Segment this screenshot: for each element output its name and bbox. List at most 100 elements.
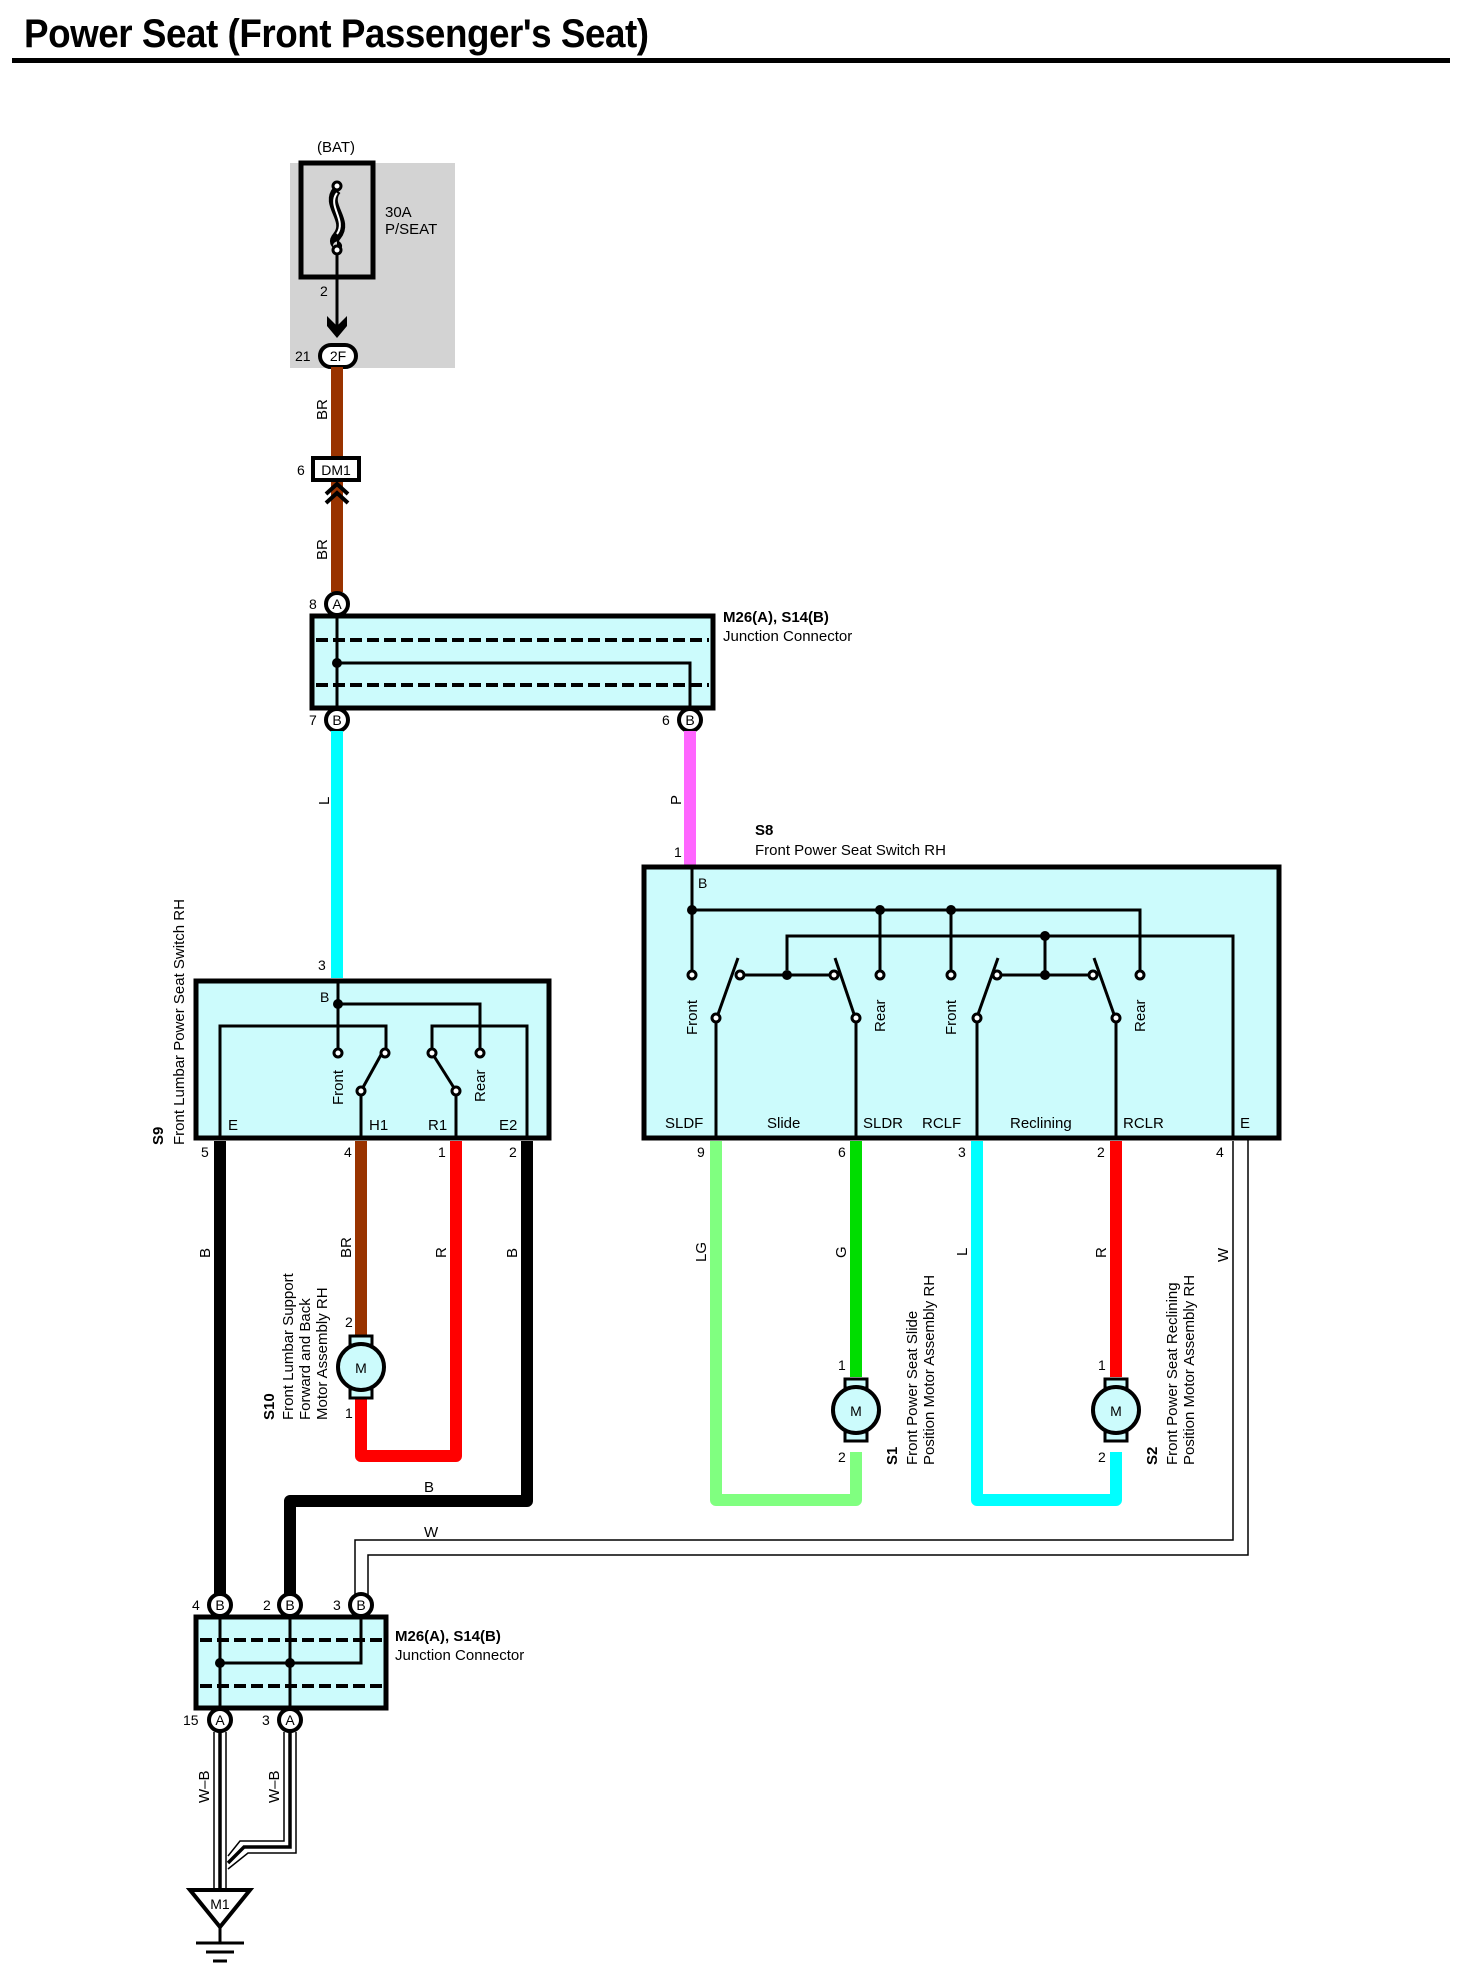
wire-label-ground-b: B	[424, 1479, 434, 1496]
s8-pin-in: 1	[674, 844, 682, 860]
s8-terminal-sldf: SLDF	[665, 1115, 703, 1132]
s9-id: S9	[150, 1127, 167, 1145]
s9-lumbar-switch	[193, 978, 552, 1141]
junction-top-pin-b6: B 6	[662, 707, 703, 733]
s8-terminal-e: E	[1240, 1115, 1250, 1132]
s9-b-label: B	[320, 989, 329, 1005]
svg-text:A: A	[332, 596, 342, 612]
s8-slide-front-label: Front	[684, 999, 701, 1035]
s2-line1: Front Power Seat Reclining	[1164, 1282, 1181, 1465]
junction-connector-bottom	[193, 1614, 389, 1711]
s9-terminal-e: E	[228, 1117, 238, 1134]
wire-ground-wb	[213, 1732, 297, 1890]
svg-text:15: 15	[183, 1712, 199, 1728]
s1-pin-bottom: 2	[838, 1449, 846, 1465]
title-rule	[12, 58, 1450, 63]
s10-line2: Forward and Back	[297, 1298, 314, 1420]
s9-pin-r1: 1	[438, 1144, 446, 1160]
junction-bottom-name: M26(A), S14(B)	[395, 1628, 501, 1645]
s10-pin-top: 2	[345, 1314, 353, 1330]
junction-bottom-pin-a3: A 3	[262, 1707, 303, 1733]
svg-text:M: M	[1110, 1403, 1122, 1419]
wire-label-br-bottom: BR	[314, 539, 331, 560]
svg-text:B: B	[685, 712, 694, 728]
junction-top-pin-a8: A 8	[309, 591, 350, 617]
svg-text:A: A	[215, 1712, 225, 1728]
s1-line1: Front Power Seat Slide	[904, 1311, 921, 1465]
junction-bottom-pin-b2: B 2	[263, 1592, 303, 1618]
wire-s8-rclf-l	[971, 1141, 1122, 1506]
svg-text:3: 3	[262, 1712, 270, 1728]
s8-terminal-slide: Slide	[767, 1115, 800, 1132]
s8-terminal-reclining: Reclining	[1010, 1115, 1072, 1132]
wire-label-br-top: BR	[314, 399, 331, 420]
s8-name: Front Power Seat Switch RH	[755, 842, 946, 859]
connector-dm1-pin: 6	[297, 462, 305, 478]
s10-line1: Front Lumbar Support	[280, 1272, 297, 1420]
wire-label-ground-w: W	[424, 1524, 439, 1541]
svg-text:M: M	[355, 1360, 367, 1376]
s9-name: Front Lumbar Power Seat Switch RH	[171, 899, 188, 1145]
junction-top-desc: Junction Connector	[723, 628, 852, 645]
s8-terminal-sldr: SLDR	[863, 1115, 903, 1132]
svg-text:A: A	[285, 1712, 295, 1728]
s10-id: S10	[261, 1393, 278, 1420]
fuse-source-label: (BAT)	[317, 139, 355, 156]
wire-label-l: L	[316, 797, 333, 805]
s2-id: S2	[1144, 1447, 1161, 1465]
svg-text:B: B	[332, 712, 341, 728]
s2-pin-bottom: 2	[1098, 1449, 1106, 1465]
s9-rear-label: Rear	[472, 1069, 489, 1102]
s8-id: S8	[755, 822, 773, 839]
s8-recline-rear-label: Rear	[1132, 999, 1149, 1032]
s9-pin-h1: 4	[344, 1144, 352, 1160]
s1-pin-top: 1	[838, 1357, 846, 1373]
s8-power-seat-switch	[641, 864, 1282, 1141]
s2-motor-icon: M	[1091, 1377, 1141, 1443]
wire-label-s8-sldr: G	[833, 1246, 850, 1258]
chevron-up-icon	[324, 481, 350, 505]
s8-recline-front-label: Front	[943, 999, 960, 1035]
s8-pin-sldr: 6	[838, 1144, 846, 1160]
wire-s9-e2-b	[284, 1141, 533, 1596]
wire-label-ground-wb1: W–B	[196, 1770, 213, 1803]
connector-2f-label: 2F	[330, 348, 346, 364]
wire-label-s8-rclf: L	[954, 1248, 971, 1256]
s2-line2: Position Motor Assembly RH	[1181, 1275, 1198, 1465]
wire-label-p: P	[668, 795, 685, 805]
s8-pin-rclr: 2	[1097, 1144, 1105, 1160]
fuse-rating: 30A	[385, 204, 412, 221]
ground-name: M1	[210, 1896, 230, 1912]
fuse-name: P/SEAT	[385, 221, 437, 238]
s1-id: S1	[884, 1447, 901, 1465]
wire-s8-sldf-lg	[710, 1141, 862, 1506]
svg-text:8: 8	[309, 596, 317, 612]
s9-terminal-e2: E2	[499, 1117, 517, 1134]
s8-pin-e: 4	[1216, 1144, 1224, 1160]
fuse-icon	[328, 180, 346, 256]
junction-bottom-pin-b4: B 4	[192, 1592, 233, 1618]
s10-motor-icon: M	[336, 1334, 386, 1400]
s1-motor-icon: M	[831, 1377, 881, 1443]
svg-text:B: B	[285, 1597, 294, 1613]
wire-label-s8-sldf: LG	[693, 1242, 710, 1262]
wire-label-s9-r1: R	[433, 1247, 450, 1258]
s9-front-label: Front	[330, 1069, 347, 1105]
s9-pin-in: 3	[318, 957, 326, 973]
junction-top-name: M26(A), S14(B)	[723, 609, 829, 626]
s8-terminal-rclf: RCLF	[922, 1115, 961, 1132]
junction-bottom-pin-a15: A 15	[183, 1707, 233, 1733]
s2-pin-top: 1	[1098, 1357, 1106, 1373]
s10-pin-bottom: 1	[345, 1405, 353, 1421]
connector-dm1-label: DM1	[321, 462, 351, 478]
fuse-block: (BAT) 30A P/SEAT 2 2F 21	[290, 139, 455, 369]
page-title: Power Seat (Front Passenger's Seat)	[24, 12, 649, 56]
s9-terminal-r1: R1	[428, 1117, 447, 1134]
junction-top-pin-b7: B 7	[309, 707, 350, 733]
svg-text:7: 7	[309, 712, 317, 728]
svg-text:B: B	[356, 1597, 365, 1613]
s8-slide-rear-label: Rear	[872, 999, 889, 1032]
junction-connector-top	[309, 613, 716, 711]
wire-label-s9-e2: B	[504, 1248, 521, 1258]
